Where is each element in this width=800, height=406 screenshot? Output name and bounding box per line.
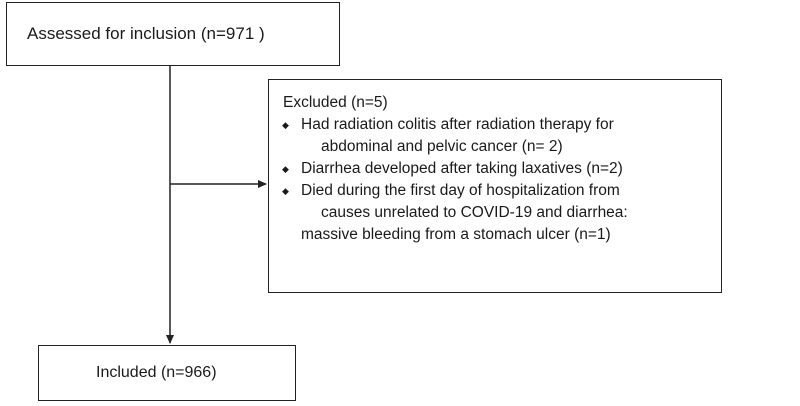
exclusion-reason-line: Died during the first day of hospitaliza… bbox=[301, 182, 620, 199]
diamond-bullet-icon: ◆ bbox=[282, 164, 289, 174]
exclusion-reason: ◆ Died during the first day of hospitali… bbox=[281, 180, 711, 246]
exclusion-reasons-list: ◆ Had radiation colitis after radiation … bbox=[281, 114, 711, 246]
excluded-heading: Excluded (n=5) bbox=[283, 94, 388, 111]
assessed-label: Assessed for inclusion (n=971 ) bbox=[27, 24, 265, 43]
included-label: Included (n=966) bbox=[96, 364, 217, 381]
exclusion-reason-line: Had radiation colitis after radiation th… bbox=[301, 116, 614, 133]
exclusion-reason-line: massive bleeding from a stomach ulcer (n… bbox=[301, 226, 611, 243]
diamond-bullet-icon: ◆ bbox=[282, 186, 289, 196]
exclusion-reason-line: causes unrelated to COVID-19 and diarrhe… bbox=[321, 204, 628, 221]
diamond-bullet-icon: ◆ bbox=[282, 120, 289, 130]
exclusion-reason-line: Diarrhea developed after taking laxative… bbox=[301, 160, 623, 177]
included-box: Included (n=966) bbox=[38, 345, 296, 401]
exclusion-reason: ◆ Had radiation colitis after radiation … bbox=[281, 114, 711, 158]
assessed-box: Assessed for inclusion (n=971 ) bbox=[6, 2, 340, 66]
exclusion-reason-line: abdominal and pelvic cancer (n= 2) bbox=[321, 138, 563, 155]
exclusion-reason: ◆ Diarrhea developed after taking laxati… bbox=[281, 158, 711, 180]
excluded-box: Excluded (n=5) ◆ Had radiation colitis a… bbox=[268, 79, 722, 293]
